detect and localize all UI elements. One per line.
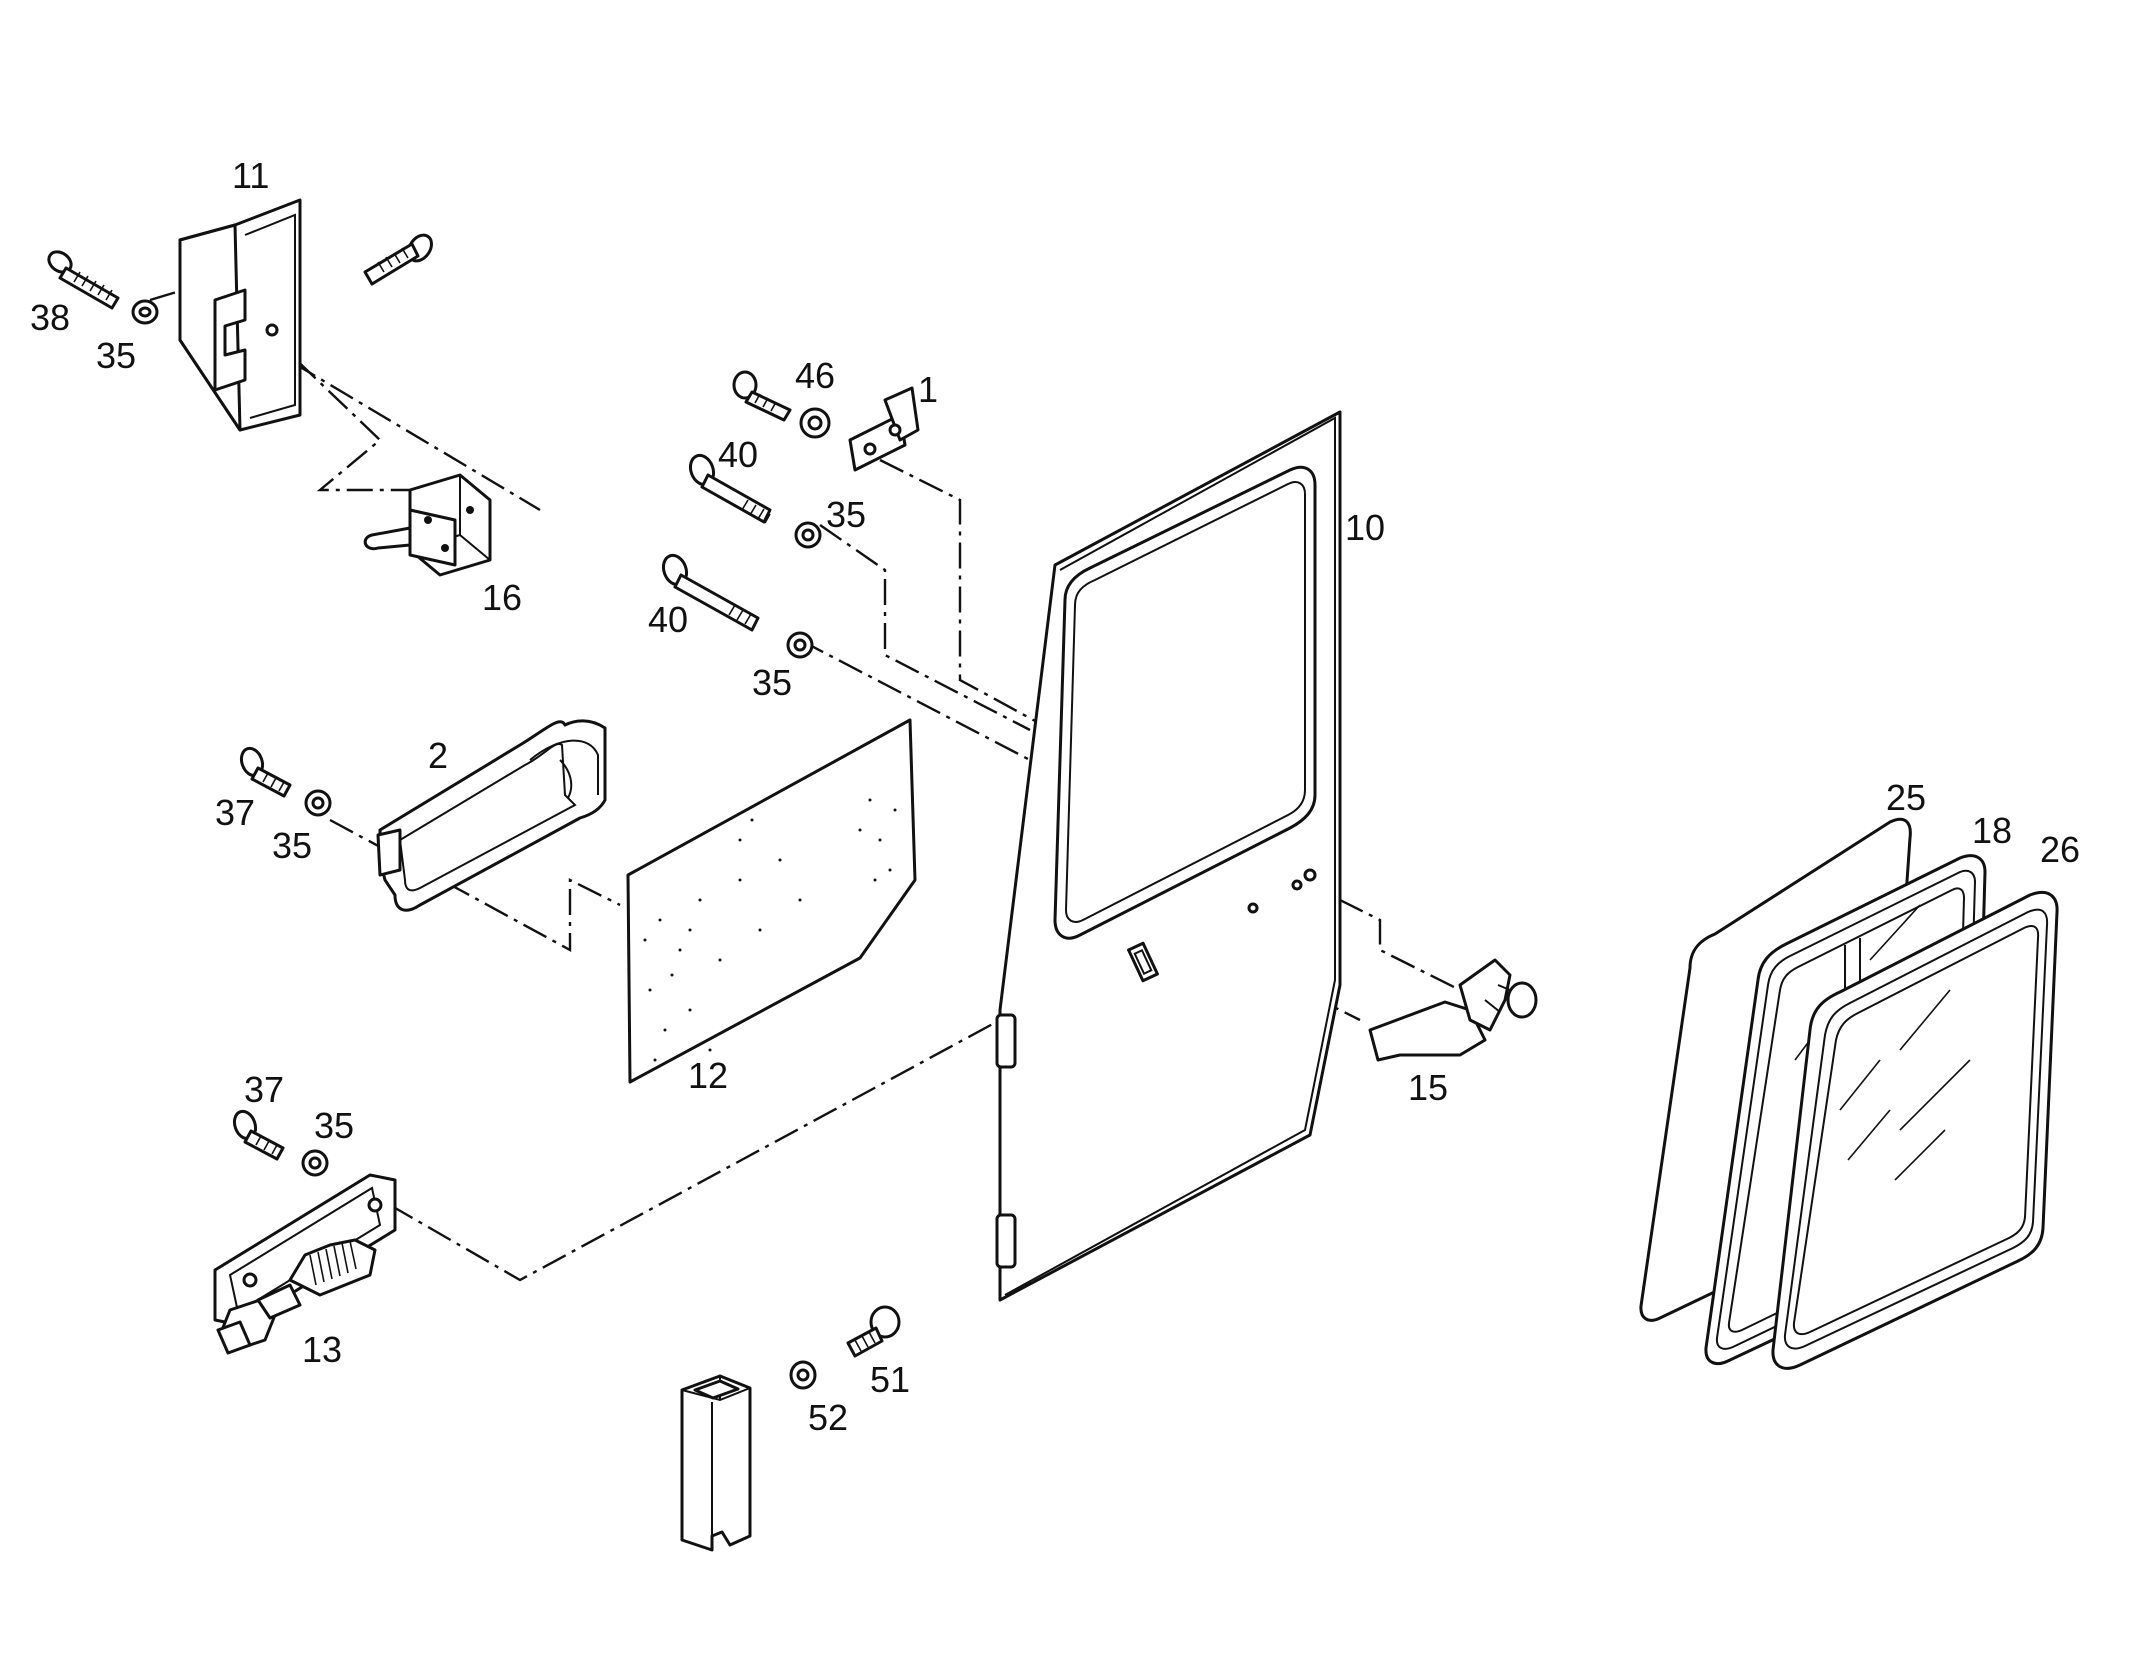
part-12-foam-panel bbox=[626, 718, 917, 1084]
callout-35-c: 35 bbox=[752, 662, 792, 703]
part-35-washer-b bbox=[794, 521, 822, 549]
callout-26: 26 bbox=[2040, 829, 2080, 870]
part-46-screw bbox=[732, 370, 831, 439]
callout-2: 2 bbox=[428, 735, 448, 776]
callout-35-d: 35 bbox=[272, 825, 312, 866]
part-35-washer-d bbox=[304, 789, 332, 817]
part-35-washer-c bbox=[786, 631, 814, 659]
callout-40-b: 40 bbox=[648, 599, 688, 640]
callout-10: 10 bbox=[1345, 507, 1385, 548]
part-2-handle-cup bbox=[376, 719, 607, 912]
part-1-bracket bbox=[848, 386, 920, 472]
part-16-striker bbox=[363, 473, 492, 577]
callout-15: 15 bbox=[1408, 1067, 1448, 1108]
part-15-lever-handle bbox=[1368, 958, 1538, 1062]
leader-40a-door bbox=[819, 524, 1031, 732]
callout-11: 11 bbox=[232, 155, 269, 196]
square-tube-post bbox=[680, 1374, 752, 1552]
callout-46: 46 bbox=[795, 355, 835, 396]
callout-labels: 1 2 10 11 12 13 15 16 18 25 26 35 35 35 … bbox=[30, 155, 2080, 1438]
callout-18: 18 bbox=[1972, 810, 2012, 851]
callout-25: 25 bbox=[1886, 777, 1926, 818]
callout-52: 52 bbox=[808, 1397, 848, 1438]
callout-1: 1 bbox=[918, 369, 938, 410]
part-35-washer-a bbox=[131, 299, 159, 325]
callout-35-e: 35 bbox=[314, 1105, 354, 1146]
part-11-latch-housing bbox=[178, 198, 302, 432]
part-26-window-seal bbox=[1771, 890, 2059, 1370]
callout-38: 38 bbox=[30, 297, 70, 338]
part-37-screw-a bbox=[239, 746, 292, 798]
callout-13: 13 bbox=[302, 1329, 342, 1370]
leader-13-door bbox=[389, 1018, 1001, 1282]
screw-right-of-11 bbox=[363, 233, 433, 286]
part-52-washer bbox=[789, 1360, 817, 1390]
part-40-bolt-a bbox=[688, 453, 772, 524]
callout-35-b: 35 bbox=[826, 494, 866, 535]
callout-40-a: 40 bbox=[718, 434, 758, 475]
part-51-screw bbox=[846, 1305, 901, 1358]
part-10-door-panel bbox=[995, 410, 1342, 1302]
leader-11-16-b bbox=[254, 338, 541, 512]
part-37-screw-b bbox=[232, 1109, 285, 1161]
callout-35-a: 35 bbox=[96, 335, 136, 376]
callout-12: 12 bbox=[688, 1055, 728, 1096]
callout-51: 51 bbox=[870, 1359, 910, 1400]
callout-16: 16 bbox=[482, 577, 522, 618]
callout-37-a: 37 bbox=[215, 792, 255, 833]
part-38-screw bbox=[47, 250, 120, 310]
part-40-bolt-b bbox=[661, 553, 760, 632]
part-13-spring-latch bbox=[213, 1173, 397, 1355]
part-35-washer-e bbox=[301, 1149, 329, 1177]
callout-37-b: 37 bbox=[244, 1069, 284, 1110]
